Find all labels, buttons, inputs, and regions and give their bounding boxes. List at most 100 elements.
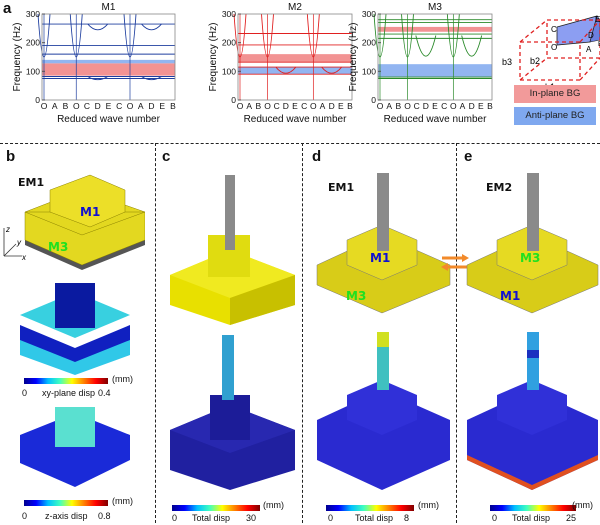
y-tick-label: 100 <box>222 66 236 76</box>
x-axis-label: Reduced wave number <box>244 114 348 125</box>
colorbar-d-label: Total disp <box>355 513 394 523</box>
colorbar-xy-min: 0 <box>22 388 28 398</box>
y-axis-label: Frequency (Hz) <box>12 23 23 92</box>
x-tick-label: O <box>237 101 244 111</box>
chart-title: M1 <box>102 2 116 13</box>
model-label-e: EM2 <box>486 181 513 194</box>
x-tick-label: D <box>469 101 475 111</box>
x-tick-label: E <box>106 101 112 111</box>
divider-b-c <box>155 143 156 523</box>
point-label-e: E <box>595 15 600 24</box>
swap-arrows-icon <box>441 254 469 271</box>
y-axis-label: Frequency (Hz) <box>208 23 219 92</box>
colorbar-c-min: 0 <box>172 513 178 523</box>
x-tick-label: C <box>274 101 280 111</box>
colorbar-e-max: 25 <box>566 513 577 523</box>
legend-anti-plane-label: Anti-plane BG <box>525 110 585 121</box>
bandgap-anti-plane <box>238 67 352 75</box>
colorbar-c-max: 30 <box>246 513 257 523</box>
coordinate-axes-icon: z y x <box>3 225 27 262</box>
x-tick-label: E <box>432 101 438 111</box>
x-tick-label: C <box>441 101 447 111</box>
colorbar-e-min: 0 <box>492 513 498 523</box>
y-tick-label: 100 <box>26 66 40 76</box>
x-tick-label: B <box>170 101 176 111</box>
panel-letter-b: b <box>6 148 16 165</box>
y-tick-label: 300 <box>26 9 40 19</box>
x-tick-label: C <box>301 101 307 111</box>
material-label-m3-e: M3 <box>520 251 541 265</box>
x-tick-label: D <box>329 101 335 111</box>
divider-c-d <box>302 143 303 523</box>
legend-in-plane-label: In-plane BG <box>529 88 581 99</box>
em2-pile-lattice-model <box>466 173 599 314</box>
svg-text:y: y <box>16 238 22 247</box>
x-tick-label: B <box>487 101 493 111</box>
colorbar-d-min: 0 <box>328 513 334 523</box>
brillouin-zone-diagram: C O A D B E b3 b2 b1 <box>502 15 600 85</box>
model-label-d: EM1 <box>328 181 355 194</box>
bandgap-in-plane <box>238 54 352 63</box>
point-label-o: O <box>551 43 557 52</box>
svg-text:z: z <box>5 225 10 234</box>
panel-letter-a: a <box>3 0 12 17</box>
x-tick-label: A <box>52 101 58 111</box>
x-tick-label: C <box>116 101 122 111</box>
x-tick-label: D <box>95 101 101 111</box>
x-tick-label: E <box>478 101 484 111</box>
x-tick-label: E <box>292 101 298 111</box>
plot-frame <box>377 13 493 101</box>
colorbar-d <box>326 505 414 511</box>
solid-foundation-model <box>170 175 295 325</box>
x-axis-label: Reduced wave number <box>384 114 488 125</box>
solid-foundation-disp <box>170 335 295 490</box>
colorbar-c-unit: (mm) <box>263 500 284 510</box>
point-label-d: D <box>588 31 594 40</box>
em1-lattice-model <box>24 174 145 270</box>
x-tick-label: O <box>404 101 411 111</box>
x-tick-label: A <box>386 101 392 111</box>
colorbar-xy-disp <box>24 378 108 384</box>
material-label-m1-b: M1 <box>80 205 101 219</box>
legend-in-plane-bg: In-plane BG <box>514 85 596 103</box>
colorbar-e-label: Total disp <box>512 513 551 523</box>
dispersion-dip <box>415 35 437 57</box>
bandgap-anti-plane <box>378 64 492 78</box>
dispersion-dip <box>87 23 109 31</box>
x-tick-label: A <box>246 101 252 111</box>
colorbar-xy-label: xy-plane disp <box>42 388 96 398</box>
x-tick-label: O <box>41 101 48 111</box>
y-tick-label: 0 <box>231 95 236 105</box>
zone-box-dashed <box>519 19 600 81</box>
dispersion-dip <box>141 76 162 81</box>
colorbar-z-label: z-axis disp <box>45 511 88 521</box>
x-tick-label: C <box>414 101 420 111</box>
model-label-b: EM1 <box>18 176 45 189</box>
x-tick-label: D <box>423 101 429 111</box>
colorbar-d-max: 8 <box>404 513 410 523</box>
dispersion-dip <box>275 66 297 74</box>
z-disp-lattice <box>20 407 130 487</box>
colorbar-z-max: 0.8 <box>98 511 111 521</box>
axis-label-b3: b3 <box>502 57 512 67</box>
y-tick-label: 200 <box>362 38 376 48</box>
x-tick-label: C <box>84 101 90 111</box>
panel-letter-c: c <box>162 148 171 165</box>
chart-title: M2 <box>288 2 302 13</box>
x-tick-label: O <box>127 101 134 111</box>
material-label-m1-d: M1 <box>370 251 391 265</box>
colorbar-d-unit: (mm) <box>418 500 439 510</box>
chart-title: M3 <box>428 2 442 13</box>
x-axis-label: Reduced wave number <box>57 114 161 125</box>
divider-horizontal <box>0 143 600 144</box>
svg-text:x: x <box>21 253 27 262</box>
x-tick-label: B <box>395 101 401 111</box>
x-tick-label: D <box>283 101 289 111</box>
material-label-m1-e: M1 <box>500 289 521 303</box>
colorbar-xy-max: 0.4 <box>98 388 111 398</box>
axis-label-b1: b1 <box>545 82 555 85</box>
y-tick-label: 0 <box>371 95 376 105</box>
x-tick-label: O <box>377 101 384 111</box>
